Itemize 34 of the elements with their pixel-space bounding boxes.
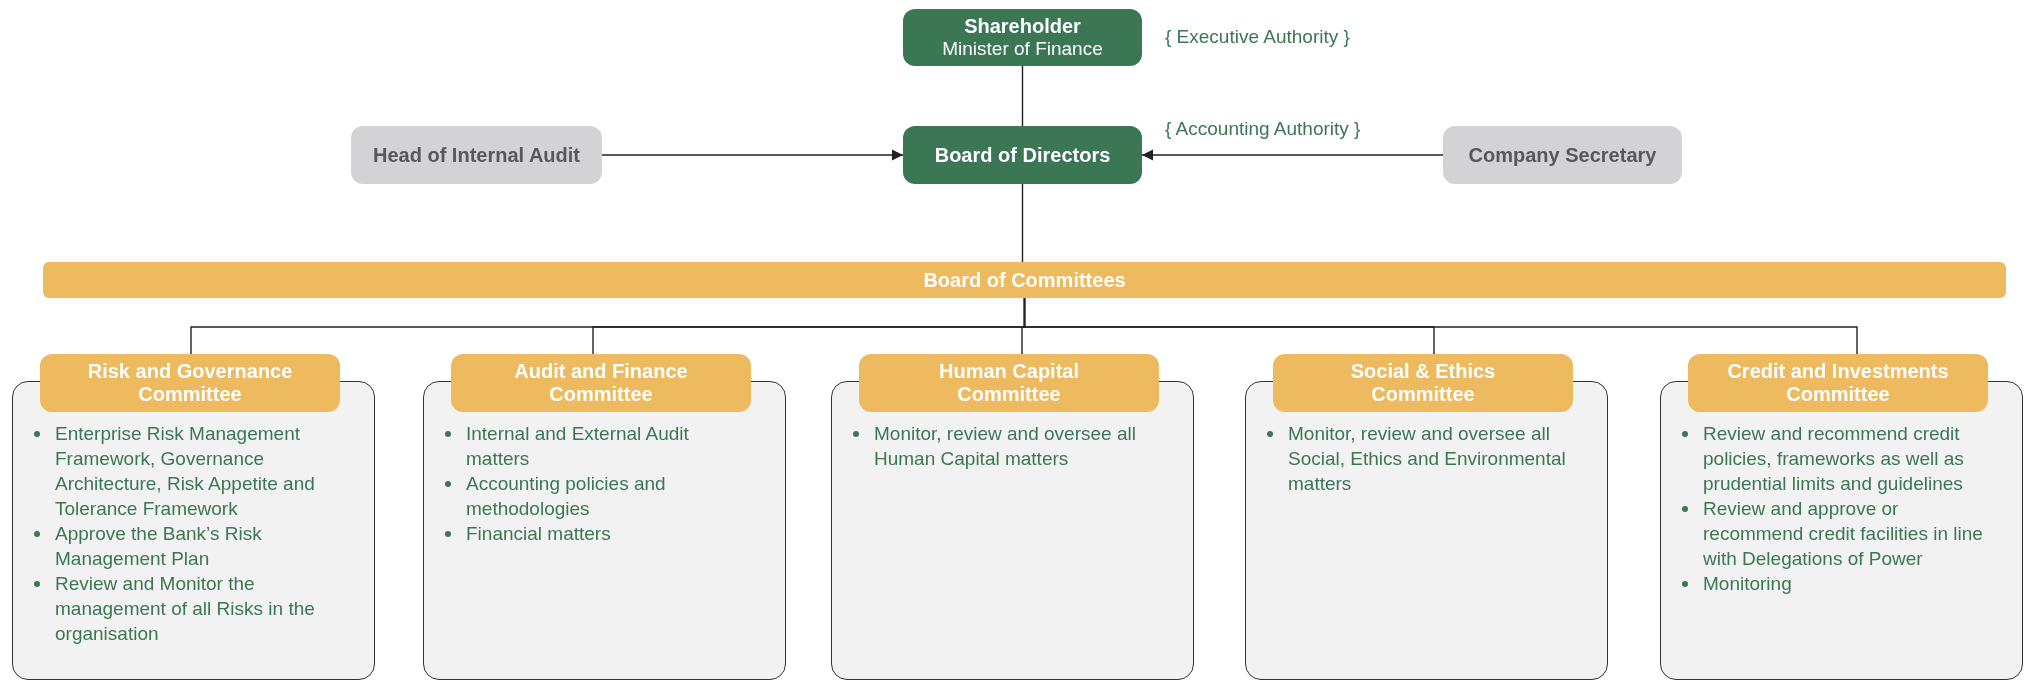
bullet-text: Monitor, review and oversee all Social, Ethics and Environmental matters	[1288, 423, 1566, 494]
bullet-text: Monitoring	[1703, 573, 1792, 594]
box-title: Head of Internal Audit	[372, 143, 580, 167]
arrow	[1141, 149, 1444, 161]
connector-line	[1023, 297, 1858, 355]
committee-heading: Social & Ethics Committee	[1273, 354, 1573, 412]
support-box	[351, 126, 602, 184]
governance-box	[903, 126, 1142, 184]
committee-heading: Credit and Investments Committee	[1688, 354, 1988, 412]
bullet-text: Accounting policies and methodologies	[466, 473, 666, 519]
committee-heading: Risk and Governance Committee	[40, 354, 340, 412]
bullet-text: Review and recommend credit policies, frameworks as well as prudential limits and guidelines	[1703, 423, 1964, 494]
bullet-text: Approve the Bank’s Risk Management Plan	[55, 523, 262, 569]
annotation-text: { Accounting Authority }	[1165, 118, 1361, 140]
box-subtitle: Minister of Finance	[942, 38, 1103, 61]
bullet-text: Monitor, review and oversee all Human Capital matters	[874, 423, 1136, 469]
committee-heading: Audit and Finance Committee	[451, 354, 751, 412]
arrow	[601, 149, 904, 161]
annotation-text: { Executive Authority }	[1165, 26, 1350, 48]
governance-box	[903, 9, 1142, 66]
bullet-text: Enterprise Risk Management Framework, Governance Architecture, Risk Appetite and Tolerance Framework	[55, 423, 315, 519]
bullet-text: Review and approve or recommend credit facilities in line with Delegations of Power	[1703, 498, 1983, 569]
connector-line	[1021, 183, 1024, 263]
box-title: Board of Committees	[923, 268, 1126, 292]
committee-heading: Human Capital Committee	[859, 354, 1159, 412]
bullet-text: Financial matters	[466, 523, 611, 544]
box-title: Company Secretary	[1468, 143, 1657, 167]
committees-bar	[43, 262, 2006, 298]
support-box	[1443, 126, 1682, 184]
box-title: Board of Directors	[934, 143, 1111, 167]
bullet-text: Internal and External Audit matters	[466, 423, 689, 469]
box-title: Shareholder	[964, 14, 1081, 39]
connector-line	[1021, 65, 1024, 127]
bullet-text: Review and Monitor the management of all Risks in the organisation	[55, 573, 315, 644]
